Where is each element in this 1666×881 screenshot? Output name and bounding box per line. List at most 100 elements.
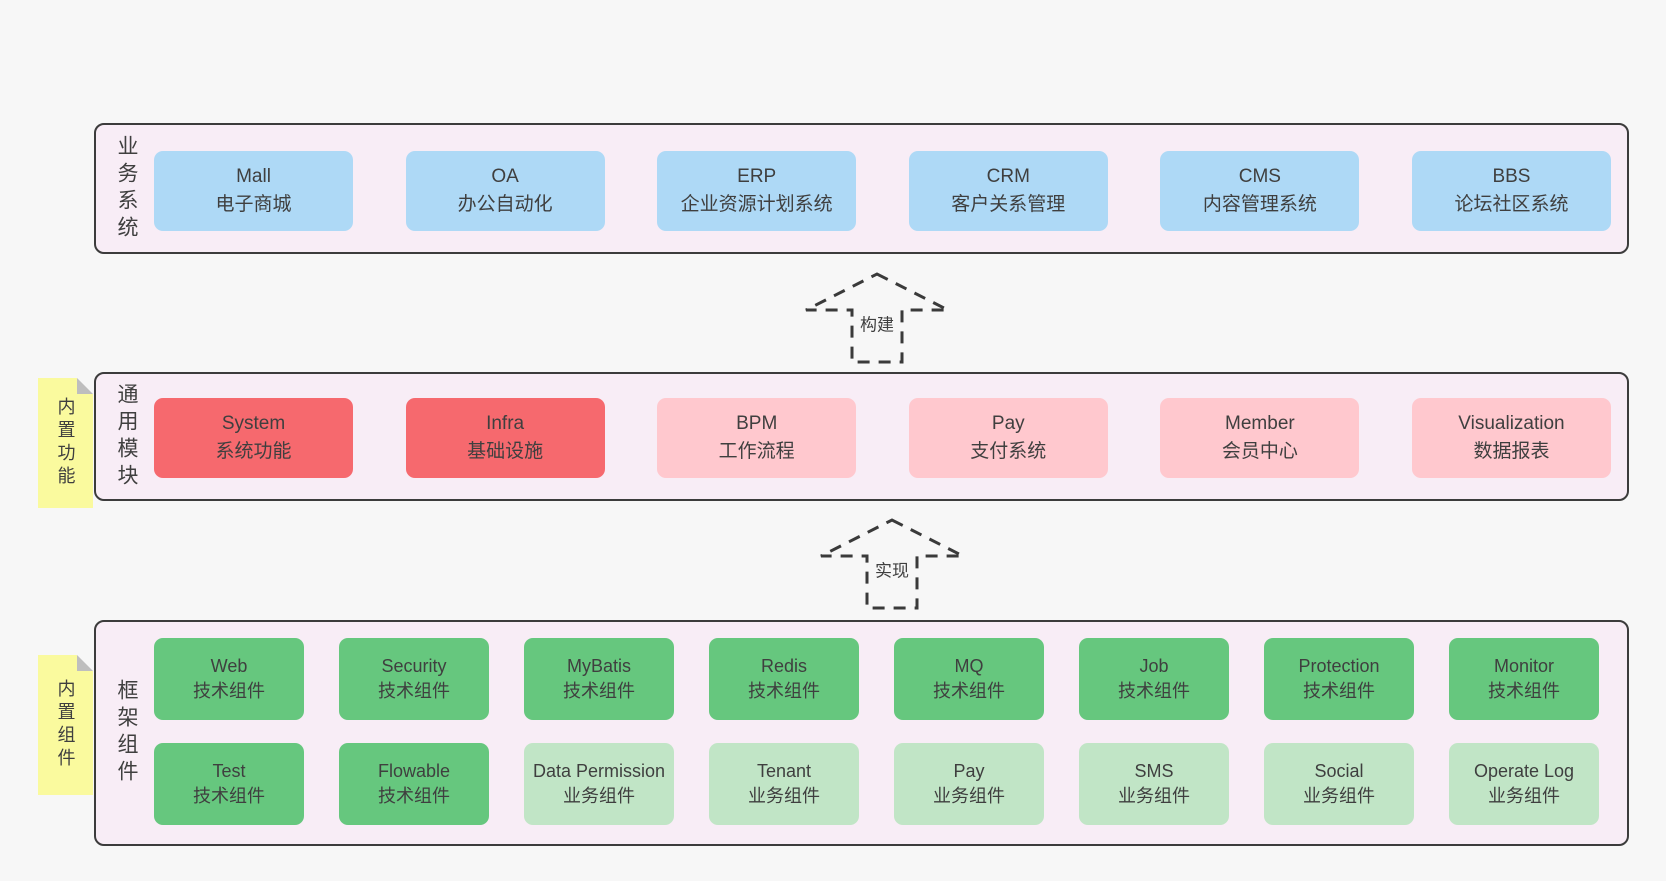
module-box-title: Pay [953, 761, 985, 782]
module-box-subtitle: 业务组件 [563, 786, 635, 806]
module-box-subtitle: 企业资源计划系统 [680, 194, 833, 215]
folded-corner-icon [77, 655, 93, 671]
module-box-title: Pay [991, 413, 1025, 435]
module-box-web: Web 技术组件 [154, 638, 304, 720]
arrow-implement: 实现 [817, 517, 967, 611]
module-box-title: Visualization [1458, 413, 1565, 435]
module-box-title: Tenant [756, 761, 812, 782]
module-box-subtitle: 办公自动化 [457, 194, 553, 215]
module-box-title: System [221, 413, 286, 435]
sticky-note-label: 内置组件 [55, 679, 76, 771]
module-box-subtitle: 业务组件 [1118, 786, 1190, 806]
module-box-title: Security [381, 656, 447, 677]
panel-business-systems: 业务系统 Mall 电子商城 OA 办公自动化 ERP 企业资源计划系统 CRM 客户关系管理… [94, 123, 1629, 254]
module-box-subtitle: 数据报表 [1473, 441, 1550, 462]
module-box-title: Social [1314, 761, 1364, 782]
module-box-member: Member 会员中心 [1160, 398, 1360, 478]
sticky-note-builtin-features: 内置功能 [38, 378, 93, 508]
module-box-subtitle: 技术组件 [378, 681, 450, 701]
module-box-title: Monitor [1493, 656, 1555, 677]
panel-label-business-systems: 业务系统 [115, 134, 138, 243]
module-box-visualization: Visualization 数据报表 [1411, 398, 1611, 478]
module-box-title: Test [212, 761, 246, 782]
sticky-note-builtin-components: 内置组件 [38, 655, 93, 795]
module-box-subtitle: 技术组件 [563, 681, 635, 701]
module-box-system: System 系统功能 [154, 398, 353, 478]
module-box-title: ERP [737, 166, 777, 188]
business-systems-box-row: Mall 电子商城 OA 办公自动化 ERP 企业资源计划系统 CRM 客户关系管理 CMS 内容… [154, 151, 1611, 231]
module-box-erp: ERP 企业资源计划系统 [657, 151, 857, 231]
module-box-title: BPM [736, 413, 778, 435]
module-box-monitor: Monitor 技术组件 [1449, 638, 1599, 720]
panel-label-framework-components: 框架组件 [115, 679, 138, 787]
module-box-subtitle: 会员中心 [1221, 441, 1298, 462]
module-box-title: CRM [986, 166, 1030, 188]
module-box-subtitle: 论坛社区系统 [1454, 194, 1569, 215]
module-box-title: BBS [1492, 166, 1531, 188]
module-box-subtitle: 技术组件 [378, 786, 450, 806]
module-box-title: MyBatis [566, 656, 631, 677]
module-box-crm: CRM 客户关系管理 [908, 151, 1108, 231]
module-box-operate-log: Operate Log 业务组件 [1449, 743, 1599, 825]
arrow-build: 构建 [802, 271, 952, 365]
module-box-subtitle: 技术组件 [1118, 681, 1190, 701]
module-box-title: Mall [236, 166, 271, 188]
module-box-subtitle: 业务组件 [933, 786, 1005, 806]
module-box-pay: Pay 支付系统 [908, 398, 1108, 478]
module-box-subtitle: 技术组件 [193, 786, 265, 806]
module-box-mq: MQ 技术组件 [894, 638, 1044, 720]
arrow-implement-label: 实现 [872, 555, 912, 583]
module-box-subtitle: 系统功能 [215, 441, 292, 462]
dashed-up-arrow-icon [820, 518, 964, 610]
folded-corner-icon [77, 378, 93, 394]
module-box-sms: SMS 业务组件 [1079, 743, 1229, 825]
module-box-bpm: BPM 工作流程 [657, 398, 857, 478]
dashed-up-arrow-icon [805, 272, 949, 364]
module-box-subtitle: 电子商城 [215, 194, 292, 215]
module-box-data-permission: Data Permission 业务组件 [524, 743, 674, 825]
module-box-security: Security 技术组件 [339, 638, 489, 720]
module-box-subtitle: 客户关系管理 [951, 194, 1066, 215]
module-box-subtitle: 技术组件 [1488, 681, 1560, 701]
module-box-title: CMS [1238, 166, 1281, 188]
module-box-subtitle: 支付系统 [970, 441, 1047, 462]
module-box-mybatis: MyBatis 技术组件 [524, 638, 674, 720]
module-box-title: MQ [954, 656, 984, 677]
module-box-subtitle: 技术组件 [748, 681, 820, 701]
module-box-subtitle: 工作流程 [718, 441, 795, 462]
module-box-protection: Protection 技术组件 [1264, 638, 1414, 720]
module-box-test: Test 技术组件 [154, 743, 304, 825]
module-box-subtitle: 技术组件 [193, 681, 265, 701]
module-box-title: Member [1225, 413, 1295, 435]
module-box-bbs: BBS 论坛社区系统 [1411, 151, 1611, 231]
sticky-note-label: 内置功能 [55, 397, 76, 489]
module-box-subtitle: 技术组件 [933, 681, 1005, 701]
module-box-title: Protection [1298, 656, 1380, 677]
module-box-subtitle: 业务组件 [1303, 786, 1375, 806]
arrow-build-label: 构建 [857, 309, 897, 337]
module-box-subtitle: 内容管理系统 [1202, 194, 1317, 215]
module-box-subtitle: 技术组件 [1303, 681, 1375, 701]
module-box-title: Web [210, 656, 248, 677]
module-box-flowable: Flowable 技术组件 [339, 743, 489, 825]
module-box-title: OA [491, 166, 519, 188]
module-box-title: Data Permission [532, 761, 666, 782]
module-box-subtitle: 业务组件 [1488, 786, 1560, 806]
module-box-social: Social 业务组件 [1264, 743, 1414, 825]
module-box-title: Operate Log [1473, 761, 1575, 782]
module-box-oa: OA 办公自动化 [405, 151, 605, 231]
module-box-title: SMS [1134, 761, 1174, 782]
panel-label-common-modules: 通用模块 [115, 382, 138, 491]
module-box-cms: CMS 内容管理系统 [1160, 151, 1360, 231]
module-box-mall: Mall 电子商城 [154, 151, 353, 231]
module-box-title: Flowable [377, 761, 451, 782]
